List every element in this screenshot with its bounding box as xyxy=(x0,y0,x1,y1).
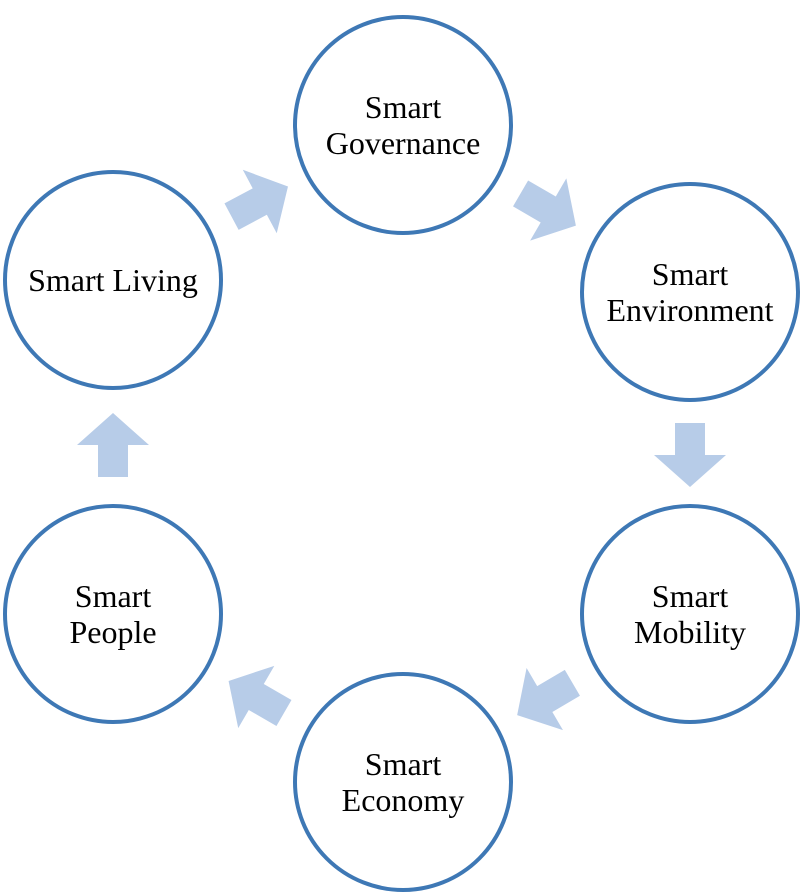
node-economy-label-line-1: Smart xyxy=(365,746,442,782)
node-living-circle xyxy=(3,170,223,390)
arrow-environment-to-mobility-icon xyxy=(654,423,726,487)
arrow-people-to-living-icon xyxy=(77,413,149,477)
node-economy-label-line-2: Economy xyxy=(342,782,465,818)
node-people-label-line-1: Smart xyxy=(75,578,152,614)
node-governance-circle xyxy=(293,15,513,235)
node-governance-label-line-2: Governance xyxy=(326,125,481,161)
nodes-layer: SmartGovernanceSmartEnvironmentSmartMobi… xyxy=(3,15,800,892)
arrow-living-to-governance-icon xyxy=(224,169,288,234)
node-mobility-label-line-1: Smart xyxy=(652,578,729,614)
arrow-economy-to-people-icon xyxy=(228,665,292,729)
node-living-label-line-1: Smart Living xyxy=(28,262,198,298)
node-environment-label-line-1: Smart xyxy=(652,256,729,292)
node-environment-circle xyxy=(580,182,800,402)
node-governance-label-line-1: Smart xyxy=(365,89,442,125)
node-environment-label-line-2: Environment xyxy=(606,292,773,328)
node-mobility-label-line-2: Mobility xyxy=(634,614,746,650)
node-people-label-line-2: People xyxy=(69,614,156,650)
arrow-mobility-to-economy-icon xyxy=(517,667,580,731)
arrows-layer xyxy=(77,169,726,731)
node-economy-circle xyxy=(293,672,513,892)
arrow-governance-to-environment-icon xyxy=(513,178,576,241)
node-living: Smart Living xyxy=(3,170,223,390)
node-mobility-circle xyxy=(580,504,800,724)
node-people-circle xyxy=(3,504,223,724)
